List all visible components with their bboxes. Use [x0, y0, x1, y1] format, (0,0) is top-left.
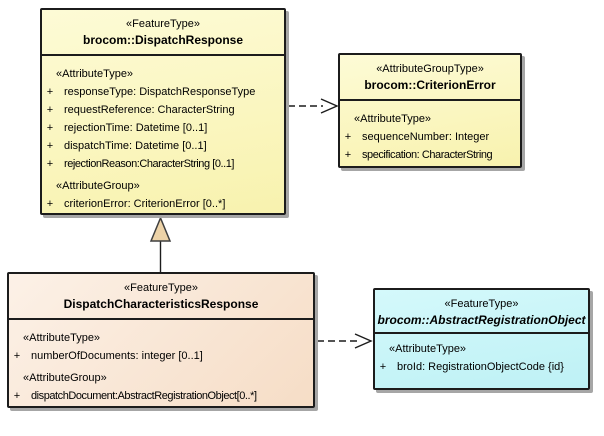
class-name: brocom::AbstractRegistrationObject: [377, 313, 586, 327]
attribute-row[interactable]: + rejectionTime: Datetime [0..1]: [42, 119, 284, 137]
generalization-arrow[interactable]: [149, 216, 172, 272]
attribute-row[interactable]: + dispatchTime: Datetime [0..1]: [42, 137, 284, 155]
stereotype-label: «FeatureType»: [124, 282, 198, 294]
attribute-row[interactable]: + requestReference: CharacterString: [42, 101, 284, 119]
attribute-text: responseType: DispatchResponseType: [64, 86, 256, 98]
visibility-marker: +: [46, 198, 54, 210]
class-attributes: «AttributeType» + responseType: Dispatch…: [42, 56, 284, 213]
visibility-marker: +: [46, 140, 54, 152]
class-name: brocom::DispatchResponse: [82, 33, 244, 47]
visibility-marker: +: [13, 350, 21, 362]
dependency-arrow-dispatch-document[interactable]: [317, 333, 373, 349]
class-name: DispatchCharacteristicsResponse: [63, 297, 259, 311]
class-name: brocom::CriterionError: [364, 78, 496, 92]
attribute-row[interactable]: + numberOfDocuments: integer [0..1]: [9, 347, 313, 365]
visibility-marker: +: [46, 86, 54, 98]
attribute-group-label: «AttributeGroup»: [23, 372, 107, 384]
attribute-type-label: «AttributeType»: [354, 113, 432, 125]
stereotype-label: «AttributeGroupType»: [376, 63, 484, 75]
visibility-marker: +: [13, 390, 21, 402]
visibility-marker: +: [46, 158, 54, 170]
attribute-text: criterionError: CriterionError [0..*]: [64, 198, 226, 210]
class-attributes: «AttributeType» + broId: RegistrationObj…: [375, 334, 588, 376]
attribute-type-label: «AttributeType»: [389, 343, 467, 355]
class-dispatch-characteristics-response[interactable]: «FeatureType» DispatchCharacteristicsRes…: [7, 272, 315, 408]
visibility-marker: +: [46, 122, 54, 134]
attribute-text: rejectionTime: Datetime [0..1]: [64, 122, 208, 134]
attribute-type-label: «AttributeType»: [56, 68, 134, 80]
attribute-text: specification: CharacterString: [362, 149, 493, 161]
attribute-row[interactable]: + broId: RegistrationObjectCode {id}: [375, 358, 588, 376]
attribute-row[interactable]: + sequenceNumber: Integer: [340, 128, 520, 146]
attribute-text: dispatchDocument:AbstractRegistrationObj…: [31, 390, 257, 402]
dependency-arrow-criterion-error[interactable]: [288, 98, 339, 114]
class-abstract-registration-object[interactable]: «FeatureType» brocom::AbstractRegistrati…: [373, 288, 590, 390]
visibility-marker: +: [344, 149, 352, 161]
attribute-row[interactable]: + criterionError: CriterionError [0..*]: [42, 195, 284, 213]
attribute-group-label: «AttributeGroup»: [56, 180, 140, 192]
class-header: «FeatureType» DispatchCharacteristicsRes…: [9, 274, 313, 320]
class-attributes: «AttributeType» + sequenceNumber: Intege…: [340, 101, 520, 164]
attribute-row[interactable]: + specification: CharacterString: [340, 146, 520, 164]
attribute-type-label: «AttributeType»: [23, 332, 101, 344]
attribute-text: numberOfDocuments: integer [0..1]: [31, 350, 203, 362]
visibility-marker: +: [379, 361, 387, 373]
stereotype-label: «FeatureType»: [444, 298, 519, 310]
visibility-marker: +: [46, 104, 54, 116]
attribute-text: requestReference: CharacterString: [64, 104, 235, 116]
class-attributes: «AttributeType» + numberOfDocuments: int…: [9, 320, 313, 405]
attribute-text: sequenceNumber: Integer: [362, 131, 490, 143]
class-header: «FeatureType» brocom::DispatchResponse: [42, 10, 284, 56]
attribute-row[interactable]: + responseType: DispatchResponseType: [42, 83, 284, 101]
class-header: «FeatureType» brocom::AbstractRegistrati…: [375, 290, 588, 334]
attribute-row[interactable]: + dispatchDocument:AbstractRegistrationO…: [9, 387, 313, 405]
attribute-text: dispatchTime: Datetime [0..1]: [64, 140, 207, 152]
attribute-row[interactable]: + rejectionReason:CharacterString [0..1]: [42, 155, 284, 173]
attribute-text: rejectionReason:CharacterString [0..1]: [64, 158, 234, 170]
stereotype-label: «FeatureType»: [126, 18, 200, 30]
class-criterion-error[interactable]: «AttributeGroupType» brocom::CriterionEr…: [338, 53, 522, 168]
visibility-marker: +: [344, 131, 352, 143]
attribute-text: broId: RegistrationObjectCode {id}: [397, 361, 564, 373]
class-dispatch-response[interactable]: «FeatureType» brocom::DispatchResponse «…: [40, 8, 286, 215]
class-header: «AttributeGroupType» brocom::CriterionEr…: [340, 55, 520, 101]
